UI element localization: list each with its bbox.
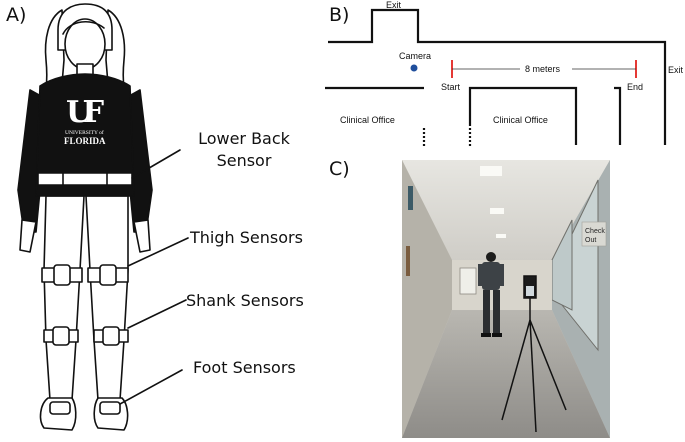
shirt-subtitle-2: FLORIDA — [64, 136, 106, 146]
check-out-sign-line1: Check — [585, 228, 605, 235]
shirt-logo: UF — [66, 95, 104, 130]
office-right-label: Clinical Office — [493, 115, 548, 125]
panel-label-b: B) — [329, 4, 350, 26]
foot-sensors-label: Foot Sensors — [193, 358, 296, 377]
camera-label: Camera — [399, 51, 431, 61]
exit-right-label: Exit — [668, 65, 684, 75]
right-office-wall — [468, 86, 578, 145]
end-label: End — [627, 82, 643, 92]
check-out-sign-line2: Out — [585, 237, 596, 244]
thigh-leader — [127, 237, 189, 267]
thigh-sensors-label: Thigh Sensors — [190, 228, 303, 247]
panel-label-c: C) — [329, 158, 350, 180]
camera-dot — [410, 64, 418, 72]
start-label: Start — [441, 82, 461, 92]
office-left-label: Clinical Office — [340, 115, 395, 125]
lower-back-label-line1: Lower Back — [198, 129, 290, 148]
shirt-subtitle-1: UNIVERSITY of — [65, 129, 104, 136]
foot-sensor-right — [99, 401, 121, 415]
shank-leader — [127, 299, 187, 329]
lower-back-leader — [131, 149, 181, 179]
distance-label: 8 meters — [525, 64, 561, 74]
shank-sensors-label: Shank Sensors — [186, 291, 304, 310]
exit-top-label: Exit — [386, 0, 402, 10]
foot-sensor-left — [49, 401, 71, 415]
corridor-photo: Check Out — [402, 160, 610, 438]
top-wall — [328, 8, 667, 145]
tripod-camera — [501, 275, 567, 433]
lower-back-label-line2: Sensor — [216, 151, 272, 170]
panel-label-a: A) — [6, 4, 27, 26]
walking-person — [478, 252, 504, 337]
lower-back-sensor-belt — [37, 172, 133, 186]
right-corridor-wall — [614, 86, 622, 145]
lower-back-sensor-label: Lower Back Sensor — [196, 128, 292, 172]
foot-leader — [119, 369, 183, 405]
shirt — [35, 73, 135, 197]
